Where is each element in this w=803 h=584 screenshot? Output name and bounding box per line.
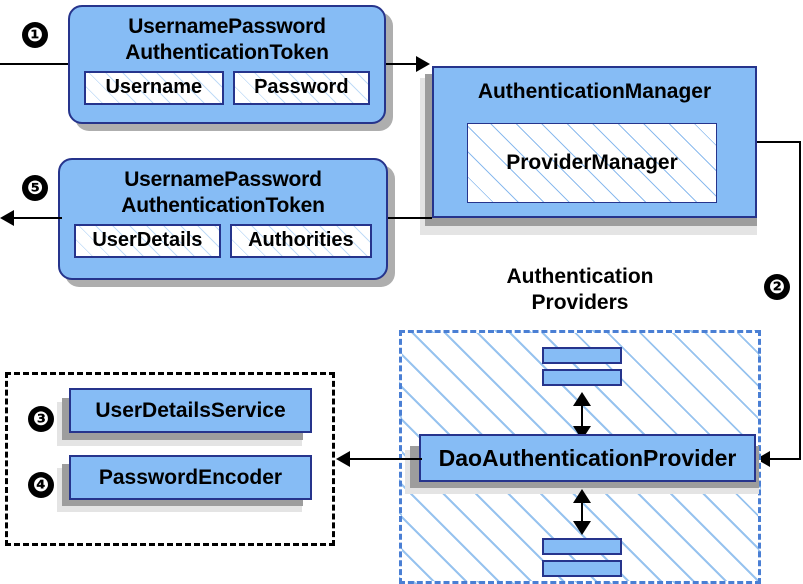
dao-authentication-provider-box: DaoAuthenticationProvider bbox=[419, 434, 756, 482]
request-authentication-token-card: UsernamePassword AuthenticationToken Use… bbox=[68, 5, 386, 124]
arrow-down-bottom-providers bbox=[573, 521, 591, 535]
authentication-manager-title: AuthenticationManager bbox=[477, 80, 712, 103]
other-provider-bar-top-2 bbox=[542, 369, 622, 386]
connector-step2-bottom bbox=[770, 458, 801, 460]
response-token-slot-userdetails: UserDetails bbox=[74, 224, 221, 258]
arrow-up-bottom-providers bbox=[573, 489, 591, 503]
response-token-slots: UserDetails Authorities bbox=[60, 219, 386, 258]
arrow-into-authentication-manager bbox=[416, 56, 430, 72]
request-token-slots: Username Password bbox=[70, 66, 384, 105]
other-provider-bar-bottom-2 bbox=[542, 560, 622, 577]
connector-step2-vertical bbox=[799, 141, 801, 459]
connector-request-inbound bbox=[0, 63, 70, 65]
providers-zone-title-line2: Providers bbox=[531, 291, 629, 314]
badge-step-3: ❸ bbox=[28, 406, 54, 432]
connector-bottom-providers bbox=[581, 497, 583, 525]
response-authentication-token-card: UsernamePassword AuthenticationToken Use… bbox=[58, 158, 388, 280]
request-token-title-line2: AuthenticationToken bbox=[125, 41, 329, 64]
arrow-response-outbound bbox=[0, 210, 14, 226]
arrow-up-top-providers bbox=[573, 392, 591, 406]
connector-response-outbound bbox=[14, 217, 62, 219]
other-provider-bar-top-1 bbox=[542, 347, 622, 364]
response-token-slot-authorities: Authorities bbox=[229, 224, 372, 258]
badge-step-5: ❺ bbox=[22, 175, 48, 201]
dependency-passwordencoder-box: PasswordEncoder bbox=[69, 455, 312, 500]
connector-dao-to-dependencies bbox=[350, 458, 422, 460]
response-token-title: UsernamePassword AuthenticationToken bbox=[60, 160, 386, 219]
connector-step2-top bbox=[757, 141, 801, 143]
response-token-title-line2: AuthenticationToken bbox=[121, 194, 325, 217]
arrow-into-dependencies bbox=[336, 451, 350, 467]
connector-token-to-manager bbox=[386, 63, 428, 65]
request-token-title-line1: UsernamePassword bbox=[128, 15, 326, 38]
request-token-slot-username: Username bbox=[84, 71, 224, 105]
connector-top-providers bbox=[581, 400, 583, 430]
providers-zone-title: Authentication Providers bbox=[460, 264, 700, 316]
provider-manager-box: ProviderManager bbox=[467, 123, 717, 203]
request-token-title: UsernamePassword AuthenticationToken bbox=[70, 7, 384, 66]
badge-step-1: ❶ bbox=[22, 22, 48, 48]
connector-manager-to-response-token bbox=[388, 217, 432, 219]
providers-zone-title-line1: Authentication bbox=[506, 265, 654, 288]
other-provider-bar-bottom-1 bbox=[542, 538, 622, 555]
dependency-userdetailsservice-box: UserDetailsService bbox=[69, 388, 312, 433]
request-token-slot-password: Password bbox=[232, 71, 371, 105]
response-token-title-line1: UsernamePassword bbox=[124, 168, 322, 191]
badge-step-4: ❹ bbox=[28, 472, 54, 498]
badge-step-2: ❷ bbox=[764, 274, 790, 300]
authentication-manager-box: AuthenticationManager ProviderManager bbox=[432, 66, 757, 218]
